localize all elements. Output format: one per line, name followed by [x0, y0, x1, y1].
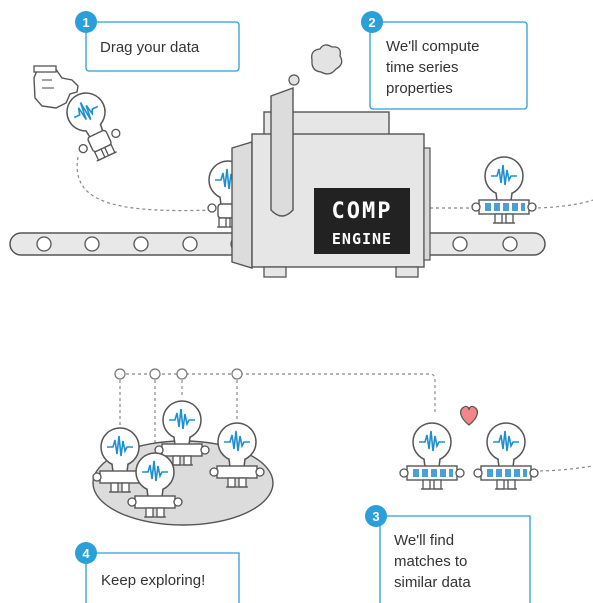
engine-label-line-1: COMP [332, 199, 393, 224]
step-4-callout: 4 Keep exploring! [75, 542, 240, 603]
step-1-text: Drag your data [100, 39, 200, 56]
smoke-cloud-icon [288, 44, 343, 86]
engine-label-line-2: ENGINE [332, 230, 392, 248]
dragged-robot-icon [59, 85, 121, 162]
step-4-text: Keep exploring! [101, 572, 205, 589]
engine-label [314, 188, 410, 254]
step-3-line-3: similar data [394, 574, 471, 591]
heart-icon [459, 405, 479, 426]
step-1-callout: 1 Drag your data [75, 11, 240, 72]
step-2-callout: 2 We'll compute time series properties [361, 11, 528, 110]
step-3-number: 3 [372, 509, 379, 524]
step-1-number: 1 [82, 15, 89, 30]
matched-robot-icon [473, 422, 539, 490]
step-3-callout: 3 We'll find matches to similar data [365, 505, 531, 603]
step-3-line-1: We'll find [394, 532, 454, 549]
pointing-hand-icon [33, 65, 79, 109]
matched-robot-icon [399, 422, 465, 490]
connector-rail [114, 368, 436, 455]
step-4-number: 4 [82, 546, 90, 561]
step-2-line-1: We'll compute [386, 38, 479, 55]
robot-icon [209, 422, 265, 488]
robot-icon [154, 400, 210, 466]
processed-robot-icon [471, 156, 537, 224]
step-3-line-2: matches to [394, 553, 467, 570]
robot-cluster [92, 400, 265, 518]
step-2-number: 2 [368, 15, 375, 30]
step-2-line-3: properties [386, 80, 453, 97]
step-2-line-2: time series [386, 59, 459, 76]
robot-icon [127, 452, 183, 518]
match-path-out [533, 465, 593, 472]
comp-engine-machine: COMP ENGINE [207, 87, 431, 278]
data-path-in [76, 156, 216, 212]
data-path-out [430, 199, 593, 209]
